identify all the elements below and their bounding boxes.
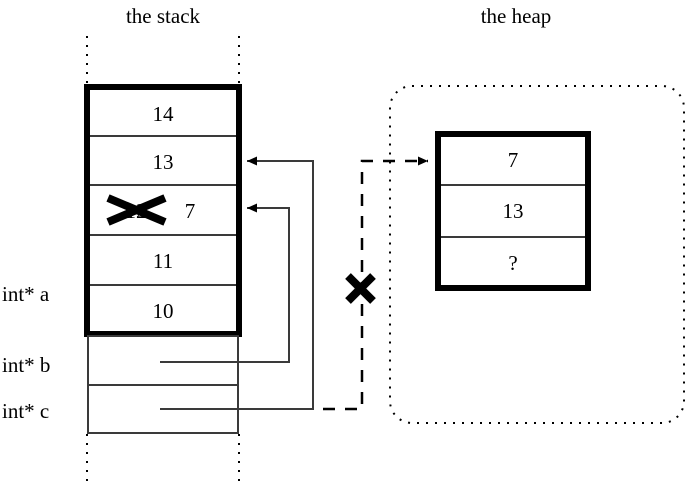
- stack-cell-value-2-new: 7: [184, 199, 196, 223]
- stack-cell-value-4: 10: [152, 299, 174, 323]
- heap-cell-value-0: 7: [507, 148, 519, 172]
- pointer-label-c: int* c: [2, 399, 50, 423]
- pointer-label-b: int* b: [2, 353, 51, 377]
- strikeout-x-mark: [106, 194, 167, 226]
- stack-cell-value-2-old: 12: [125, 199, 147, 223]
- stack-cell-value-3: 11: [152, 249, 174, 273]
- edge-c-to-stack-13: [160, 156, 314, 410]
- stack-heading: the stack: [125, 4, 201, 28]
- pointer-label-a: int* a: [2, 282, 50, 306]
- heap-box: [435, 131, 591, 291]
- stack-frame-box: [84, 84, 242, 337]
- stack-cell-value-0: 14: [152, 102, 174, 126]
- heap-cell-value-2: ?: [508, 251, 518, 275]
- edge-b-to-stack-7: [160, 203, 290, 363]
- heap-cell-value-1: 13: [502, 199, 524, 223]
- stack-pointer-cells: [87, 335, 239, 434]
- heap-heading: the heap: [480, 4, 552, 28]
- edge-c-to-heap-7-cancelled: [323, 156, 428, 411]
- cancel-x-mark: [345, 273, 376, 304]
- stack-cell-value-1: 13: [152, 150, 174, 174]
